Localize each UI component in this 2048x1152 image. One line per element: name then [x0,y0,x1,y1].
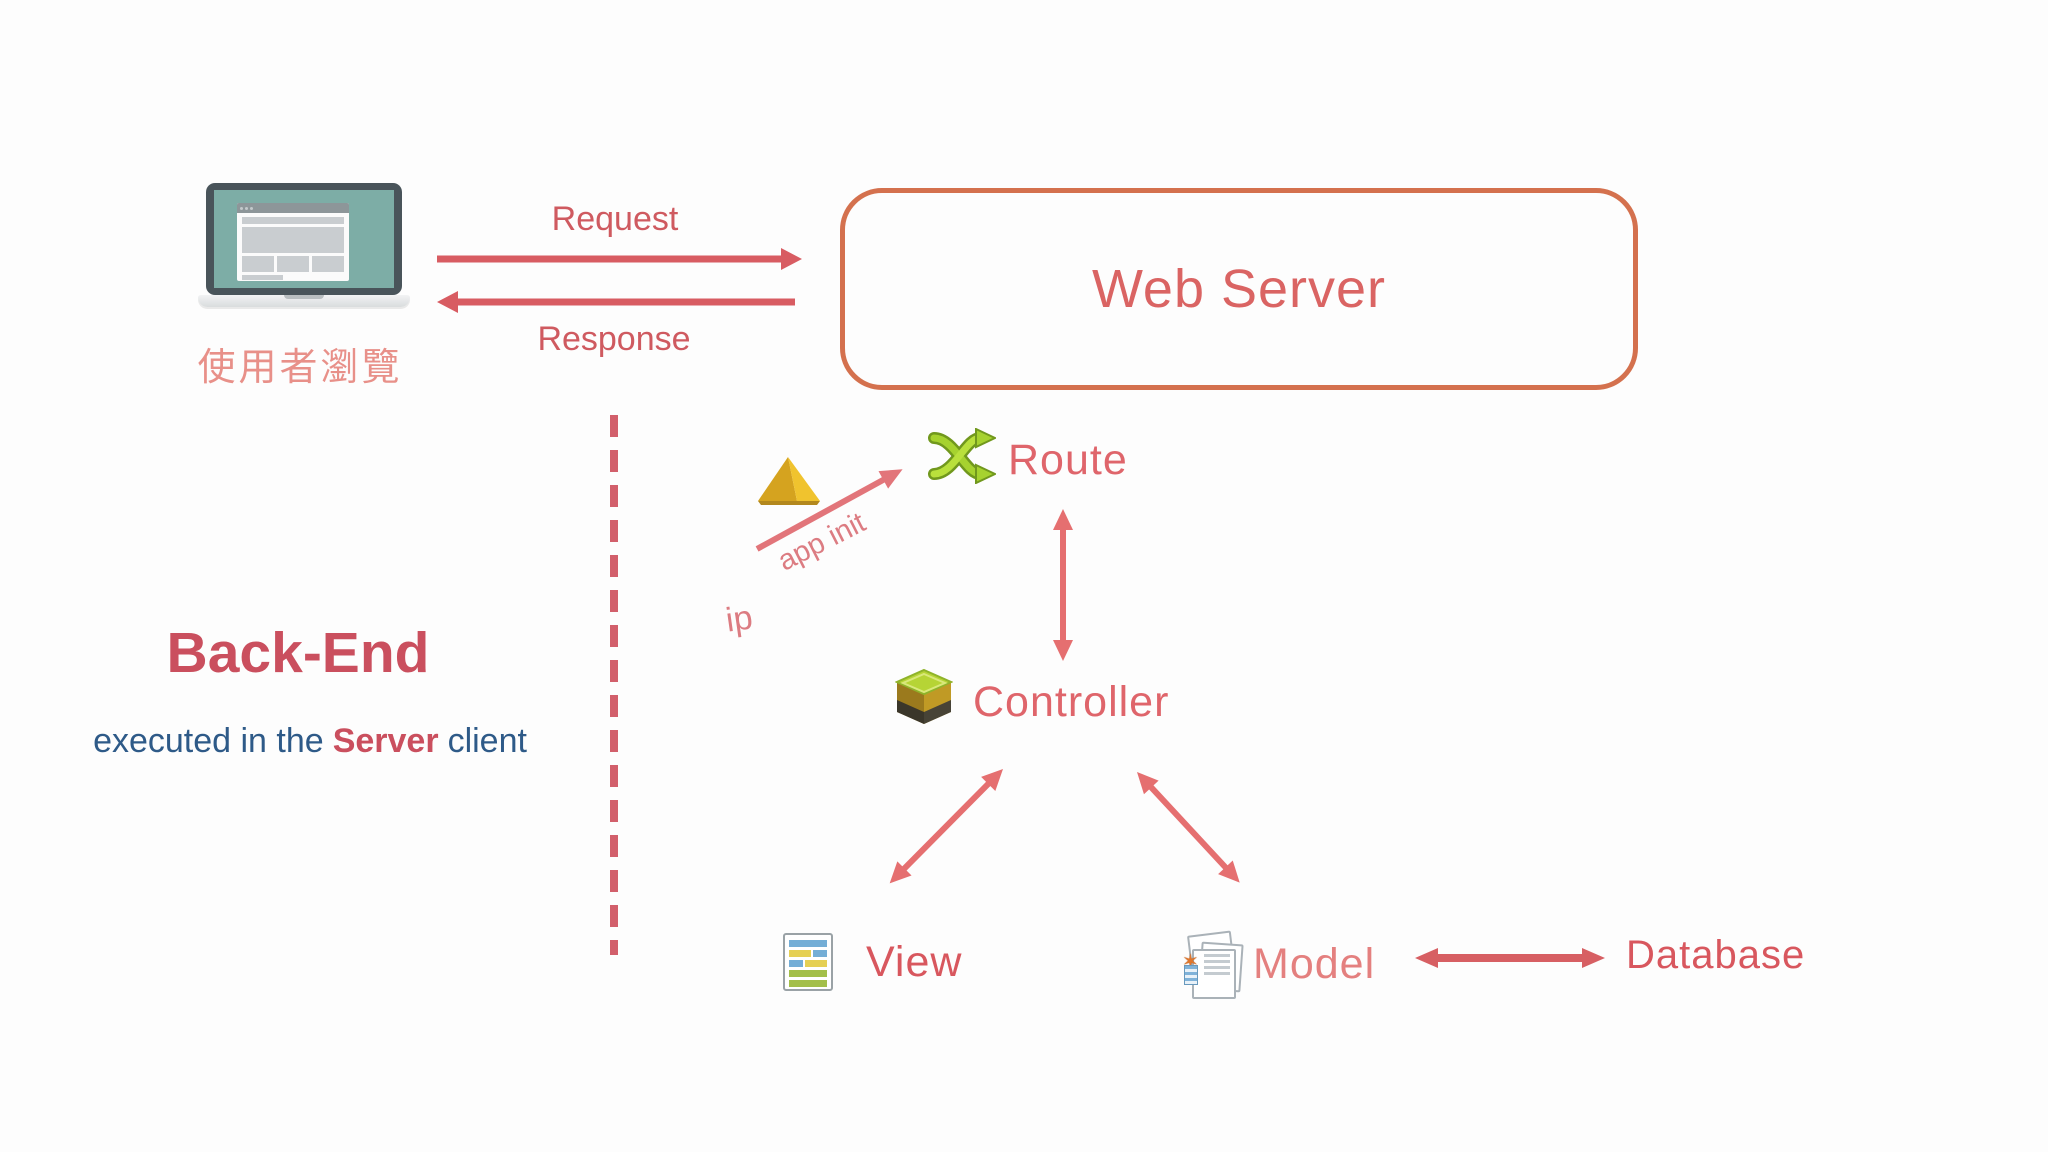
backend-title: Back-End [166,621,430,685]
controller-label: Controller [973,678,1170,726]
web-server-box: Web Server [840,188,1638,390]
model-database-arrow [1415,948,1605,968]
subtitle-prefix: executed in the [93,722,324,760]
controller-model-arrow [1137,772,1240,883]
model-list-badge [1184,965,1198,985]
subtitle-highlight: Server [332,722,439,760]
model-label: Model [1253,940,1376,988]
client-laptop-icon [198,183,410,311]
route-controller-arrow [1053,509,1073,661]
dashed-divider [610,415,618,955]
response-label: Response [537,320,691,358]
response-arrow [437,291,795,313]
view-document-icon [783,933,833,991]
app-init-arrow [755,469,903,552]
route-label: Route [1008,436,1128,484]
controller-cube-icon [895,668,953,724]
web-server-title: Web Server [1091,259,1387,319]
laptop-base [198,295,410,307]
route-shuffle-icon [928,428,996,484]
controller-view-arrow [889,769,1003,884]
browser-window-icon [237,203,349,281]
model-documents-icon: ✶ [1182,930,1244,999]
text-fragment: ip [723,598,755,640]
pyramid-icon [758,457,820,505]
request-label: Request [551,200,679,238]
laptop-notch [284,295,324,299]
view-label: View [866,938,963,986]
client-caption: 使用者瀏覽 [197,347,403,389]
subtitle-suffix: client [447,722,527,760]
laptop-screen [214,190,394,288]
laptop-bezel [206,183,402,295]
request-arrow [437,248,802,270]
database-label: Database [1626,933,1806,977]
